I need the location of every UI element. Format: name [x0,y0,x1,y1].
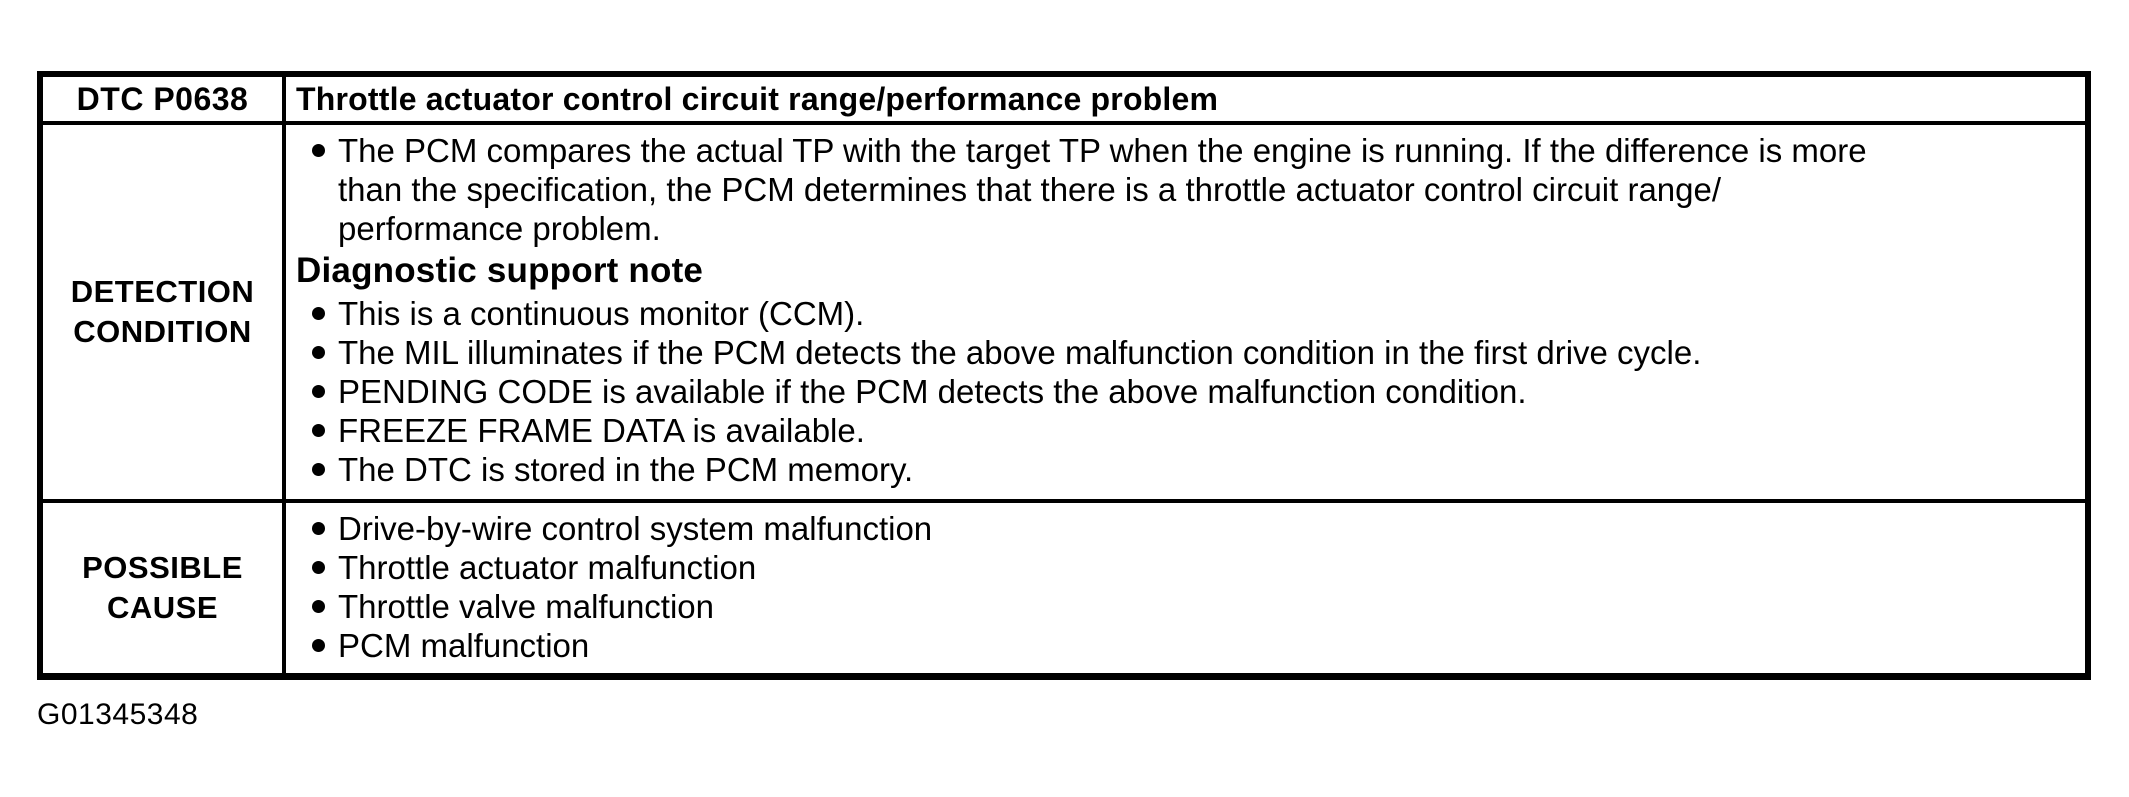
support-note-text: The MIL illuminates if the PCM detects t… [338,334,1702,371]
possible-cause-content: Drive-by-wire control system malfunction… [286,503,2085,673]
support-note-text: FREEZE FRAME DATA is available. [338,412,865,449]
bullet-icon [312,424,325,437]
detection-condition-label: DETECTION CONDITION [43,125,286,503]
bullet-icon [312,385,325,398]
bullet-icon [312,561,325,574]
support-note-text: The DTC is stored in the PCM memory. [338,451,914,488]
support-note-text: This is a continuous monitor (CCM). [338,295,865,332]
detection-support-list: This is a continuous monitor (CCM). The … [294,294,2073,489]
list-item: The PCM compares the actual TP with the … [294,131,2073,248]
support-note-text: PENDING CODE is available if the PCM det… [338,373,1527,410]
bullet-icon [312,463,325,476]
list-item: FREEZE FRAME DATA is available. [294,411,2073,450]
list-item: PCM malfunction [294,626,2073,665]
list-item: Throttle actuator malfunction [294,548,2073,587]
figure-id-text: G01345348 [37,698,199,731]
possible-cause-list: Drive-by-wire control system malfunction… [294,509,2073,665]
bullet-icon [312,346,325,359]
dtc-code-cell: DTC P0638 [43,77,286,125]
detection-condition-content: The PCM compares the actual TP with the … [286,125,2085,503]
bullet-icon [312,522,325,535]
dtc-title-cell: Throttle actuator control circuit range/… [286,77,2085,125]
list-item: Drive-by-wire control system malfunction [294,509,2073,548]
list-item: The MIL illuminates if the PCM detects t… [294,333,2073,372]
possible-cause-text: Throttle valve malfunction [338,588,715,625]
bullet-icon [312,144,325,157]
list-item: PENDING CODE is available if the PCM det… [294,372,2073,411]
bullet-icon [312,307,325,320]
possible-cause-label: POSSIBLE CAUSE [43,503,286,673]
dtc-info-table: DTC P0638 Throttle actuator control circ… [37,71,2091,680]
possible-cause-text: PCM malfunction [338,627,590,664]
bullet-icon [312,639,325,652]
detection-intro-list: The PCM compares the actual TP with the … [294,131,2073,248]
possible-cause-text: Drive-by-wire control system malfunction [338,510,933,547]
detection-intro-text: The PCM compares the actual TP with the … [338,132,1867,247]
bullet-icon [312,600,325,613]
diagnostic-support-note-heading: Diagnostic support note [296,251,704,290]
list-item: This is a continuous monitor (CCM). [294,294,2073,333]
list-item: The DTC is stored in the PCM memory. [294,450,2073,489]
list-item: Throttle valve malfunction [294,587,2073,626]
possible-cause-text: Throttle actuator malfunction [338,549,757,586]
